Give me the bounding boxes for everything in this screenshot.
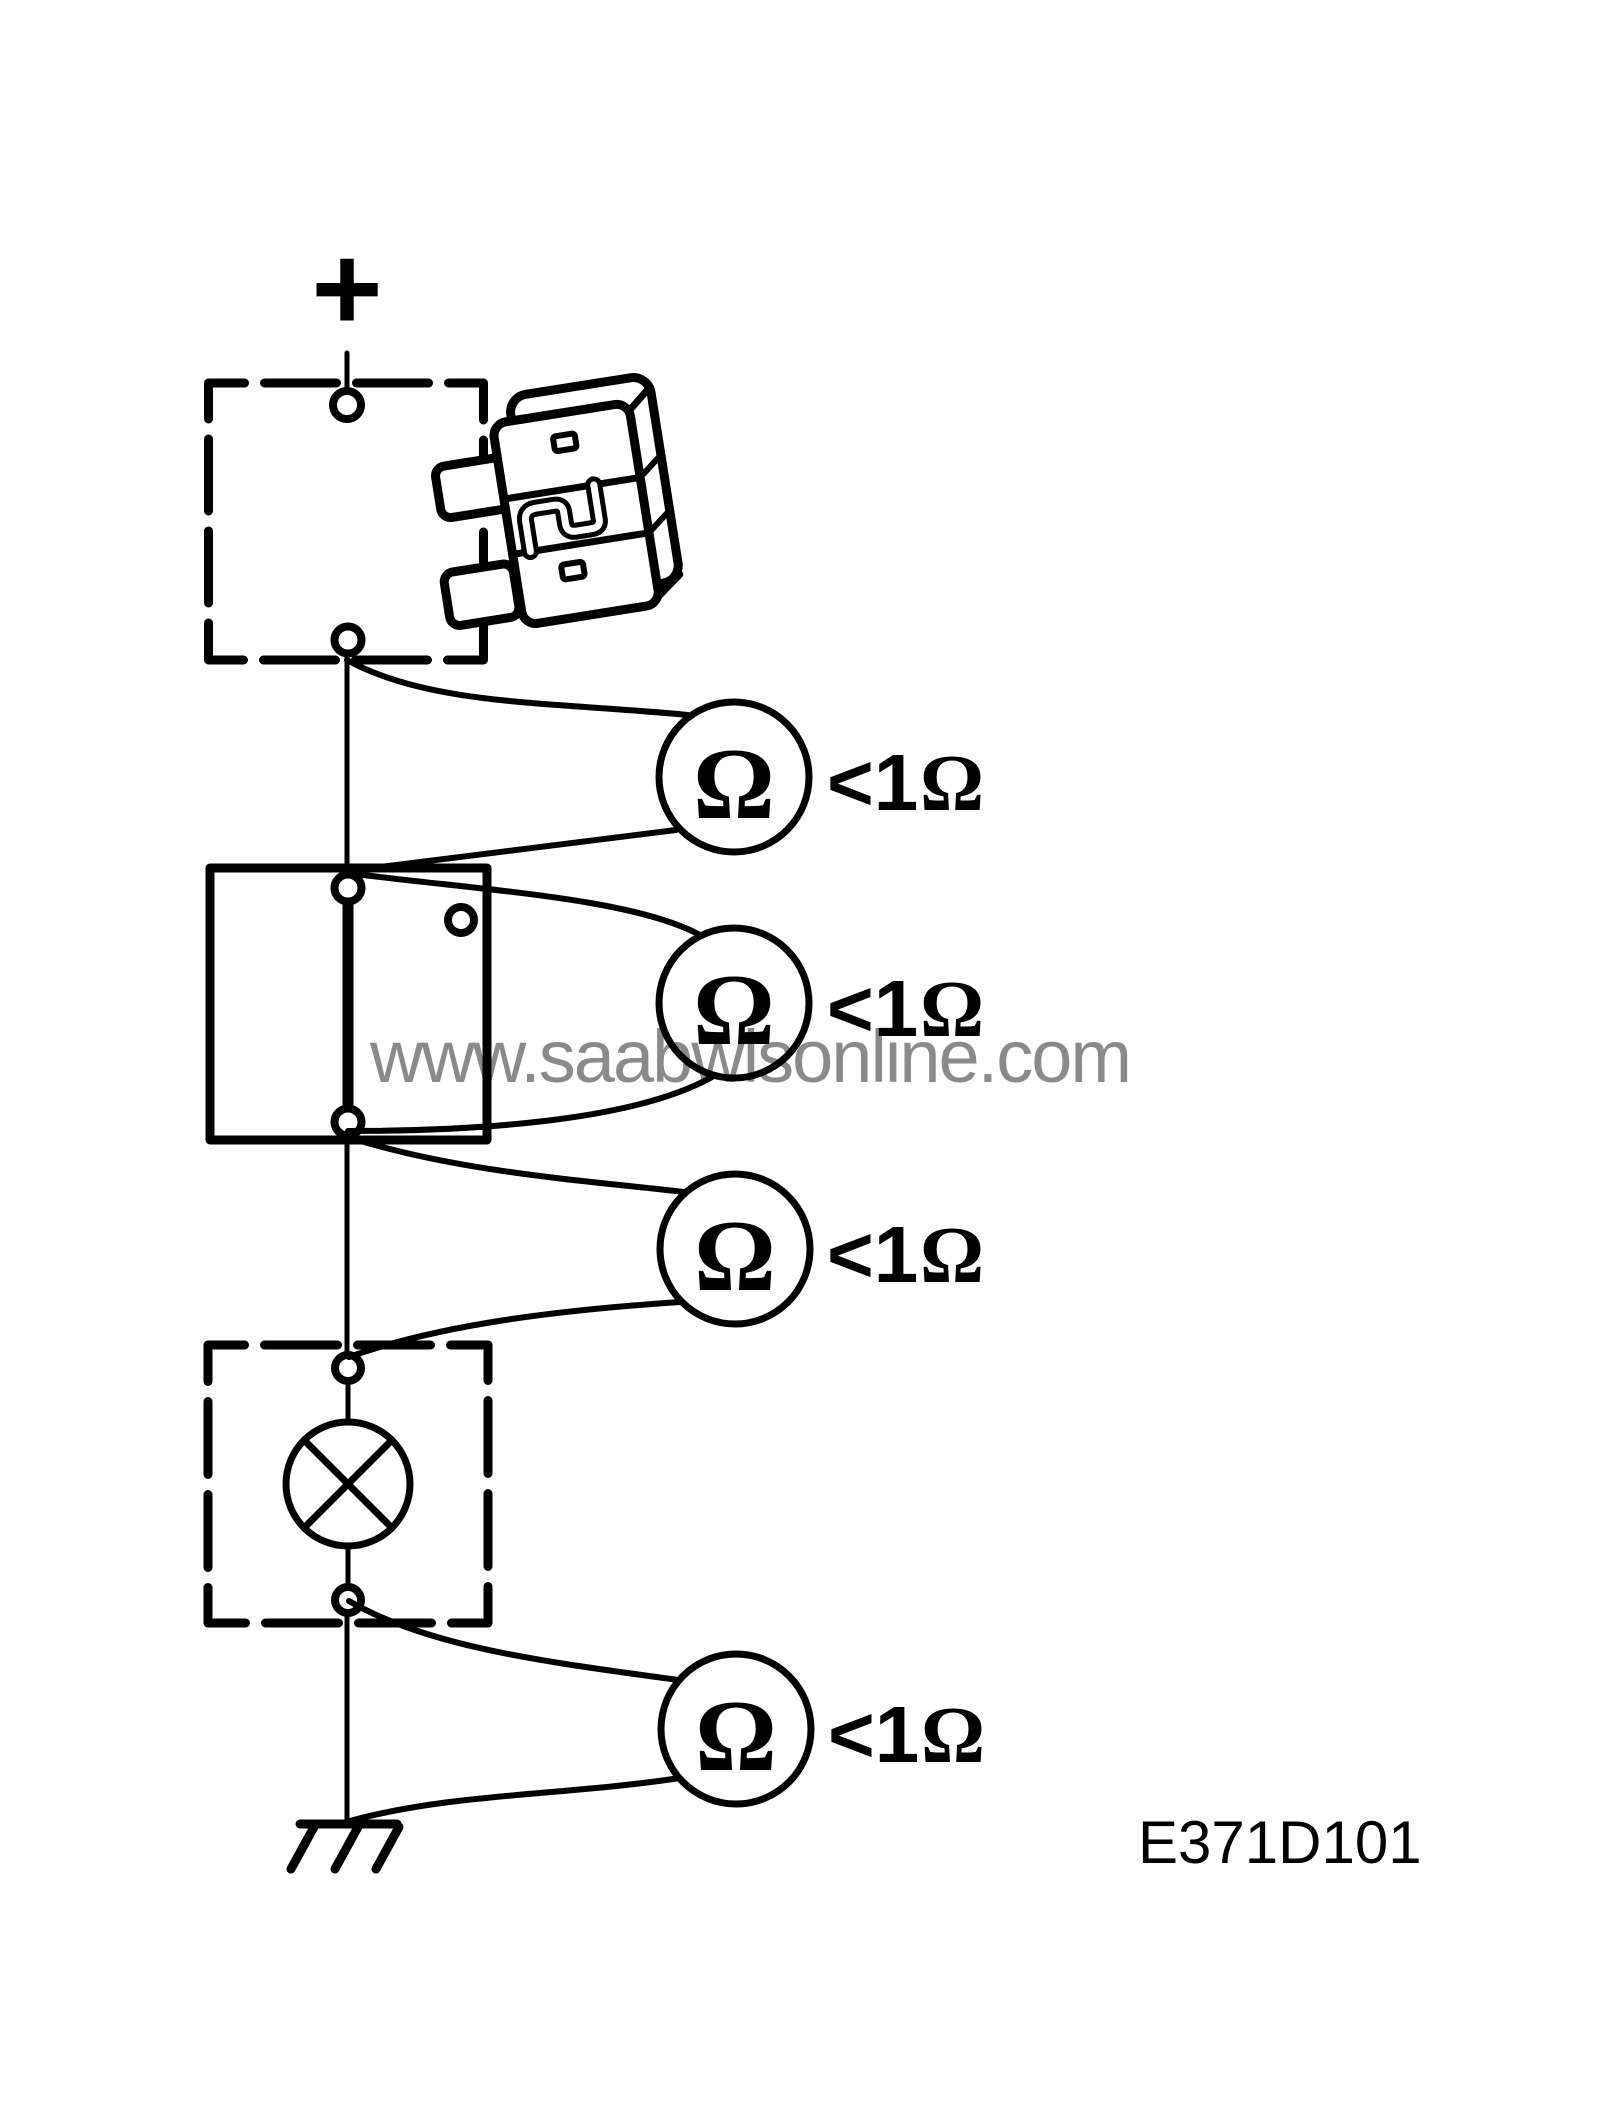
watermark-text: www.saabwisonline.com [370,1015,1132,1098]
ohmmeter-symbol-3: Ω [694,1200,776,1313]
ohmmeter-circle-1 [655,698,813,856]
meter-reading-1-value: <1 [827,738,918,827]
meter-reading-3-unit: Ω [920,1212,984,1300]
relay-pin-circle [444,903,478,937]
ohmmeter-symbol-2: Ω [693,954,775,1067]
test-lead-wire-3a [345,1134,687,1195]
meter-reading-3-value: <1 [827,1210,918,1299]
lamp-icon [282,1418,414,1550]
meter-reading-1-unit: Ω [920,740,984,828]
test-lead-wire-3b [346,1299,683,1360]
test-lead-wire-4a [346,1598,681,1683]
ohmmeter-circle-4 [657,1650,815,1808]
meter-reading-2-value: <1 [827,964,918,1053]
figure-code: E371D101 [1138,1809,1422,1876]
test-lead-wire-1b [345,827,679,874]
ohmmeter-symbol-1: Ω [693,728,775,841]
meter-reading-2-unit: Ω [920,966,984,1054]
test-lead-wire-2a [345,870,703,938]
test-lead-wire-2b [345,1074,715,1134]
ground-icon [286,1819,404,1874]
ohmmeter-circle-2 [655,924,813,1082]
terminal-circle-relay-top [330,870,366,906]
ohmmeter-circle-3 [656,1170,814,1328]
ohmmeter-symbol-4: Ω [695,1680,777,1793]
fuse-holder-box [204,378,488,665]
terminal-circle-fuse-bottom [330,622,366,658]
test-lead-wire-4b [347,1775,683,1824]
meter-reading-4-unit: Ω [921,1692,985,1780]
blade-fuse-icon [431,373,684,630]
terminal-circle-fuse-top [329,387,365,423]
test-lead-wire-1a [344,657,691,718]
battery-plus-label: + [311,220,382,356]
meter-reading-4-value: <1 [828,1690,919,1779]
